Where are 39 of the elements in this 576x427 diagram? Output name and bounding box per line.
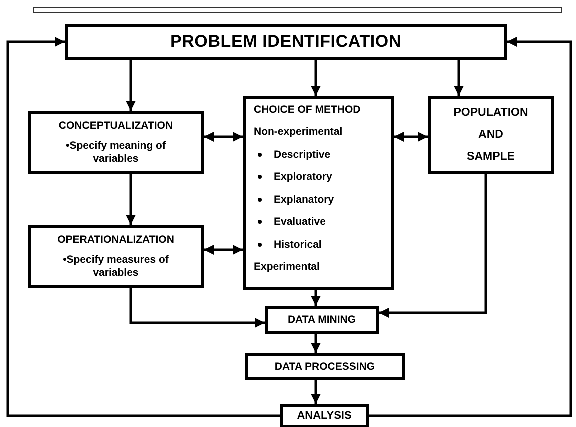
box-label: DATA PROCESSING — [274, 360, 376, 372]
box-heading: CHOICE OF METHOD — [254, 104, 361, 116]
list-item: Evaluative — [274, 216, 326, 228]
double-arrow — [394, 132, 428, 142]
arrow — [6, 37, 280, 418]
arrow — [126, 60, 136, 111]
process-box — [280, 404, 369, 427]
box-text: •Specify measures of variables — [62, 254, 170, 280]
title-text: PROBLEM IDENTIFICATION — [170, 32, 402, 52]
list-item: Descriptive — [274, 148, 331, 161]
process-box — [265, 306, 379, 334]
double-arrow — [204, 132, 243, 142]
list-item: Exploratory — [274, 171, 332, 184]
method-box — [243, 96, 394, 290]
box-heading: CONCEPTUALIZATION — [58, 120, 174, 132]
process-box — [428, 96, 554, 174]
process-box — [28, 225, 204, 288]
category-label: Non-experimental — [254, 126, 343, 138]
arrow — [311, 380, 321, 404]
arrow — [369, 37, 572, 418]
category-label: Experimental — [254, 260, 320, 273]
arrow — [126, 174, 136, 225]
list-item: Explanatory — [274, 194, 334, 206]
box-text: •Specify meaning of variables — [65, 140, 167, 166]
arrow — [311, 60, 321, 96]
box-heading: OPERATIONALIZATION — [58, 234, 174, 246]
box-label: ANALYSIS — [297, 410, 352, 422]
arrow — [379, 174, 488, 318]
box-label: DATA MINING — [288, 314, 356, 326]
double-arrow — [204, 245, 243, 255]
process-box — [245, 353, 405, 380]
list-item: Historical — [274, 238, 322, 251]
title-box — [65, 24, 507, 60]
arrow — [130, 288, 265, 328]
process-box — [28, 111, 204, 174]
arrow — [454, 60, 464, 96]
box-label: POPULATION AND SAMPLE — [454, 106, 528, 165]
arrow — [311, 334, 321, 353]
arrow — [311, 290, 321, 306]
